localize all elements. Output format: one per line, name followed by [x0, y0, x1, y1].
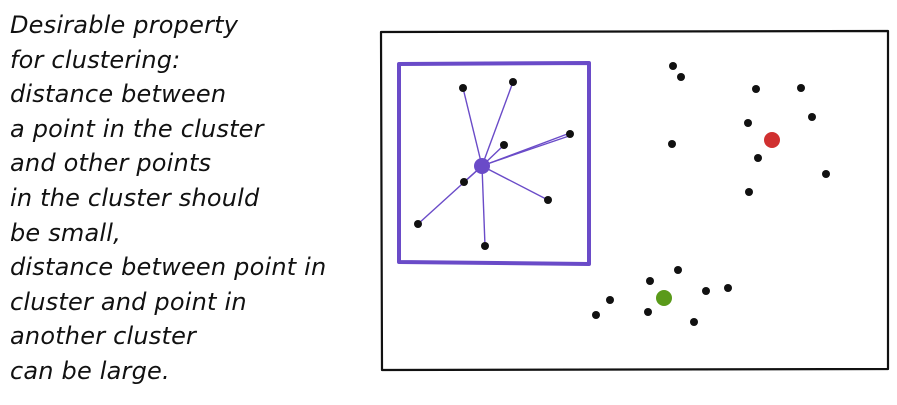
note-line: for clustering: [10, 45, 181, 74]
data-point [644, 308, 652, 316]
data-point [754, 154, 762, 162]
note-line: another cluster [10, 322, 197, 351]
data-point [566, 130, 574, 138]
explanation-text: Desirable property for clustering: dista… [10, 8, 370, 389]
data-point [822, 170, 830, 178]
data-point [646, 277, 654, 285]
data-point [690, 318, 698, 326]
connection-line [481, 81, 514, 167]
data-point [808, 113, 816, 121]
note-line: be small, [10, 218, 121, 247]
data-point [544, 196, 552, 204]
connection-line [481, 165, 486, 247]
note-line: in the cluster should [10, 183, 260, 212]
data-point [509, 78, 517, 86]
data-point [668, 140, 676, 148]
connection-lines [417, 81, 571, 247]
purple-cluster-points [414, 78, 574, 250]
data-point [797, 84, 805, 92]
note-line: and other points [10, 149, 212, 178]
green-cluster-center [656, 290, 672, 306]
data-point [724, 284, 732, 292]
connection-line [483, 135, 570, 166]
data-point [674, 266, 682, 274]
data-point [752, 85, 760, 93]
connection-line [481, 165, 549, 201]
data-point [677, 73, 685, 81]
data-point [481, 242, 489, 250]
note-line: a point in the cluster [10, 114, 264, 143]
data-point [459, 84, 467, 92]
data-point [744, 119, 752, 127]
plot-frame [379, 29, 890, 372]
data-point [606, 296, 614, 304]
purple-cluster-center [474, 158, 490, 174]
green-cluster-points [592, 266, 732, 326]
cluster-highlight-box [397, 61, 591, 266]
data-point [592, 311, 600, 319]
red-cluster-center [764, 132, 780, 148]
data-point [669, 62, 677, 70]
connection-line [417, 165, 483, 225]
note-line: can be large. [10, 356, 170, 385]
note-line: cluster and point in [10, 287, 247, 316]
connection-line [462, 87, 483, 167]
note-line: Desirable property [10, 11, 239, 39]
data-point [460, 178, 468, 186]
red-cluster-points [668, 62, 830, 196]
note-line: distance between point in [10, 253, 327, 282]
data-point [702, 287, 710, 295]
data-point [745, 188, 753, 196]
data-point [500, 141, 508, 149]
data-point [414, 220, 422, 228]
note-line: distance between [10, 80, 227, 109]
